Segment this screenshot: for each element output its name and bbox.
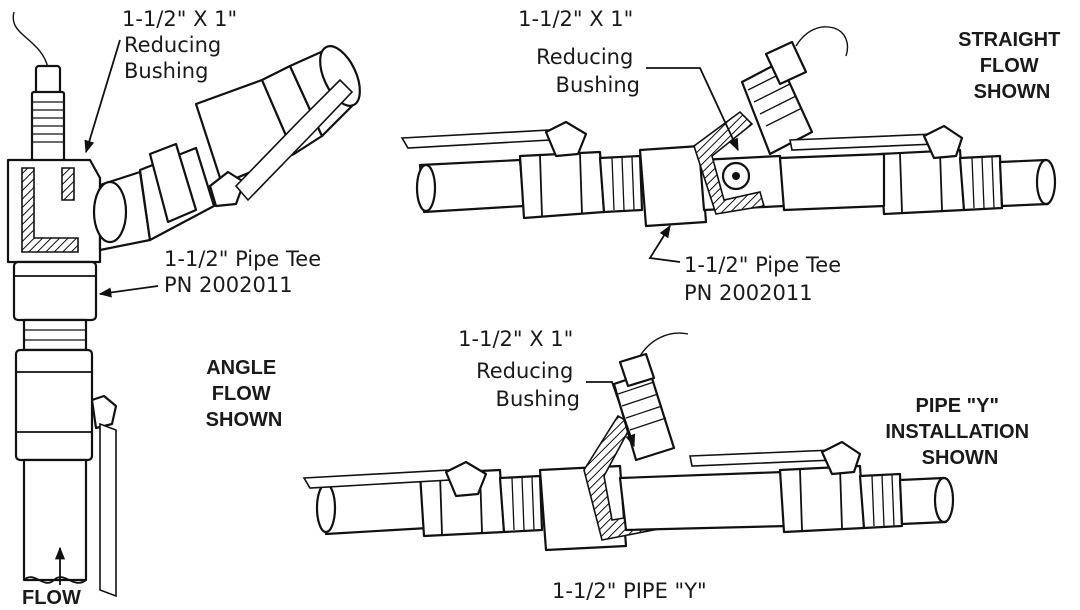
angle-flow-assembly [6, 11, 361, 598]
y-sensor [612, 352, 676, 462]
angle-side-valve-handle [208, 170, 246, 208]
straight-right-valve-handle [789, 133, 937, 151]
angle-sensor-cable [12, 11, 49, 69]
pipe-y-assembly [302, 332, 955, 552]
y-bushing-label: 1-1/2" X 1" Reducing Bushing [458, 327, 580, 411]
straight-flow-assembly [400, 26, 1057, 228]
straight-left-valve-handle [400, 129, 551, 149]
angle-sensor [30, 64, 66, 164]
straight-bushing-leader [646, 67, 739, 152]
flow-label: FLOW [22, 587, 81, 609]
angle-lower-valve-handle [99, 422, 117, 598]
straight-caption: STRAIGHT FLOW SHOWN [958, 29, 1066, 103]
straight-bushing-label: 1-1/2" X 1" Reducing Bushing [518, 7, 640, 97]
angle-caption: ANGLE FLOW SHOWN [206, 357, 283, 431]
angle-lower-valve [14, 348, 94, 462]
straight-reducing-bushing [693, 110, 766, 215]
angle-tee-leader [98, 285, 159, 298]
angle-reducing-bushing [21, 167, 79, 253]
straight-pipe-tee [638, 144, 708, 228]
y-caption: PIPE "Y" INSTALLATION SHOWN [885, 395, 1034, 469]
angle-pipe-tee [12, 260, 98, 322]
angle-bushing-leader [84, 39, 121, 154]
y-reducing-bushing [583, 414, 665, 541]
straight-right-valve [878, 148, 966, 216]
angle-bushing-label: 1-1/2" X 1" Reducing Bushing [122, 7, 244, 83]
angle-inlet-pipe [22, 458, 88, 582]
straight-sensor [721, 40, 814, 191]
angle-tee-label: 1-1/2" Pipe Tee PN 2002011 [164, 247, 328, 297]
y-bushing-leader [586, 381, 636, 448]
straight-left-valve [518, 150, 606, 220]
y-right-valve-handle [689, 449, 835, 467]
y-right-valve [778, 464, 866, 534]
y-pipe-label: 1-1/2" PIPE "Y" [552, 579, 707, 603]
straight-tee-leader [648, 224, 681, 263]
straight-tee-label: 1-1/2" Pipe Tee PN 2002011 [684, 253, 848, 305]
y-sensor-cable [639, 332, 689, 357]
straight-sensor-cable [795, 26, 849, 57]
